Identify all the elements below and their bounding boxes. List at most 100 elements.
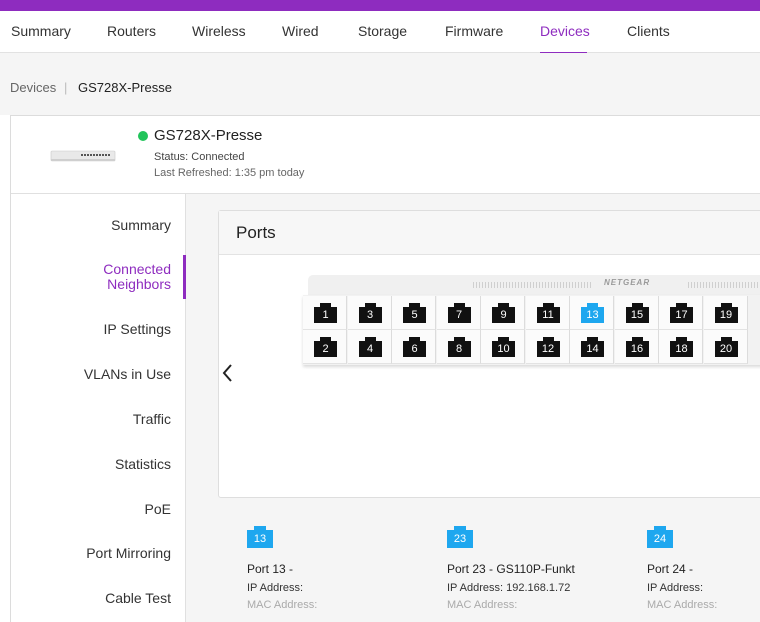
neighbor-title: Port 24 - [647, 562, 694, 576]
sidebar-item-traffic[interactable]: Traffic [132, 411, 171, 427]
netgear-logo: NETGEAR [604, 278, 651, 287]
ethernet-port-icon[interactable]: 12 [536, 336, 560, 357]
port-number: 8 [455, 343, 463, 355]
port-cell: 12 [525, 330, 570, 364]
ethernet-port-icon[interactable]: 1 [314, 302, 337, 323]
port-cell: 19 [703, 296, 748, 330]
port-cell: 18 [659, 330, 703, 364]
ethernet-port-icon[interactable]: 8 [447, 336, 471, 357]
port-number: 14 [586, 343, 599, 355]
top-accent-bar [0, 0, 760, 11]
port-number: 17 [675, 309, 688, 321]
neighbor-ip: IP Address: 192.168.1.72 [447, 582, 571, 594]
ethernet-port-icon[interactable]: 5 [403, 302, 426, 323]
ethernet-port-icon[interactable]: 20 [714, 336, 738, 357]
sidebar-item-connected-neighbors[interactable]: Connected Neighbors [103, 262, 171, 292]
ethernet-port-icon[interactable]: 18 [670, 336, 693, 357]
sidebar-item-statistics[interactable]: Statistics [114, 456, 171, 472]
nav-wireless[interactable]: Wireless [192, 23, 246, 39]
ethernet-port-icon[interactable]: 15 [625, 302, 649, 323]
nav-wired[interactable]: Wired [282, 23, 319, 39]
port-number: 15 [630, 309, 644, 321]
sidebar-item-port-mirroring[interactable]: Port Mirroring [86, 545, 171, 561]
nav-storage[interactable]: Storage [358, 23, 408, 39]
ethernet-port-icon[interactable]: 10 [492, 336, 515, 357]
ethernet-port-icon[interactable]: 17 [670, 302, 693, 323]
breadcrumb-devices-link[interactable]: Devices [10, 80, 57, 95]
port-cell: 16 [614, 330, 659, 364]
port-number: 19 [719, 309, 733, 321]
sidebar-active-indicator [183, 255, 186, 299]
port-cell: 3 [347, 296, 392, 330]
port-cell: 15 [614, 296, 659, 330]
ethernet-port-icon[interactable]: 9 [492, 302, 515, 323]
sidebar-item-cable-test[interactable]: Cable Test [105, 590, 171, 606]
port-cell: 1 [303, 296, 347, 330]
sidebar-item-ip-settings[interactable]: IP Settings [103, 321, 171, 337]
ethernet-port-icon[interactable]: 14 [581, 336, 604, 357]
ethernet-port-icon[interactable]: 16 [625, 336, 649, 357]
ethernet-port-icon[interactable]: 3 [358, 302, 382, 323]
port-cell: 5 [392, 296, 436, 330]
sidebar-item-label-line1: Connected [103, 261, 171, 277]
neighbor-mac: MAC Address: [647, 599, 718, 611]
port-number: 18 [675, 343, 688, 355]
port-cell: 4 [347, 330, 392, 364]
chevron-left-icon[interactable] [219, 361, 237, 385]
switch-top-plate: NETGEAR [308, 275, 760, 295]
port-number: 5 [411, 309, 418, 321]
vent-grille [473, 282, 593, 288]
ethernet-port-icon: 23 [447, 524, 473, 548]
neighbor-mac: MAC Address: [447, 599, 518, 611]
ethernet-port-icon[interactable]: 4 [358, 336, 382, 357]
nav-summary[interactable]: Summary [11, 23, 71, 39]
nav-clients[interactable]: Clients [627, 23, 670, 39]
device-card: GS728X-Presse Status: Connected Last Ref… [10, 115, 760, 622]
port-cell: 10 [481, 330, 525, 364]
port-number: 16 [630, 343, 644, 355]
port-number: 3 [366, 309, 374, 321]
port-cell: 2 [303, 330, 347, 364]
port-cell: 6 [392, 330, 436, 364]
port-number: 6 [411, 343, 418, 355]
port-cell: 8 [436, 330, 481, 364]
port-number: 9 [500, 309, 507, 321]
port-cell: 14 [570, 330, 614, 364]
sidebar-item-poe[interactable]: PoE [144, 501, 171, 517]
ethernet-port-icon[interactable]: 7 [447, 302, 471, 323]
ethernet-port-icon[interactable]: 6 [403, 336, 426, 357]
ethernet-port-icon[interactable]: 13 [581, 302, 604, 323]
port-number: 13 [586, 309, 599, 321]
ethernet-port-icon: 24 [647, 524, 673, 548]
nav-devices[interactable]: Devices [540, 23, 590, 39]
sidebar-item-summary[interactable]: Summary [111, 217, 171, 233]
port-cell: 17 [659, 296, 703, 330]
port-cell: 13 [570, 296, 614, 330]
ethernet-port-icon[interactable]: 2 [314, 336, 337, 357]
ethernet-port-icon[interactable]: 11 [536, 302, 560, 323]
ethernet-port-icon[interactable]: 19 [714, 302, 738, 323]
main-nav: Summary Routers Wireless Wired Storage F… [0, 11, 760, 54]
device-status: Status: Connected [154, 151, 245, 163]
switch-thumbnail-icon [50, 150, 116, 162]
nav-firmware[interactable]: Firmware [445, 23, 504, 39]
port-cell: 9 [481, 296, 525, 330]
port-number: 10 [497, 343, 510, 355]
ports-header: Ports [219, 211, 760, 255]
nav-routers[interactable]: Routers [107, 23, 157, 39]
port-number: 20 [719, 343, 733, 355]
sidebar-item-vlans[interactable]: VLANs in Use [83, 366, 171, 382]
breadcrumb-separator: | [64, 80, 68, 95]
ethernet-port-icon: 13 [247, 524, 273, 548]
neighbor-port-number: 24 [653, 533, 667, 545]
neighbor-title: Port 13 - [247, 562, 294, 576]
port-number: 4 [366, 343, 374, 355]
neighbor-title: Port 23 - GS110P-Funkt [447, 562, 575, 576]
port-cell: 20 [703, 330, 748, 364]
vent-grille [688, 282, 760, 288]
port-number: 11 [542, 309, 554, 321]
neighbor-mac: MAC Address: [247, 599, 318, 611]
